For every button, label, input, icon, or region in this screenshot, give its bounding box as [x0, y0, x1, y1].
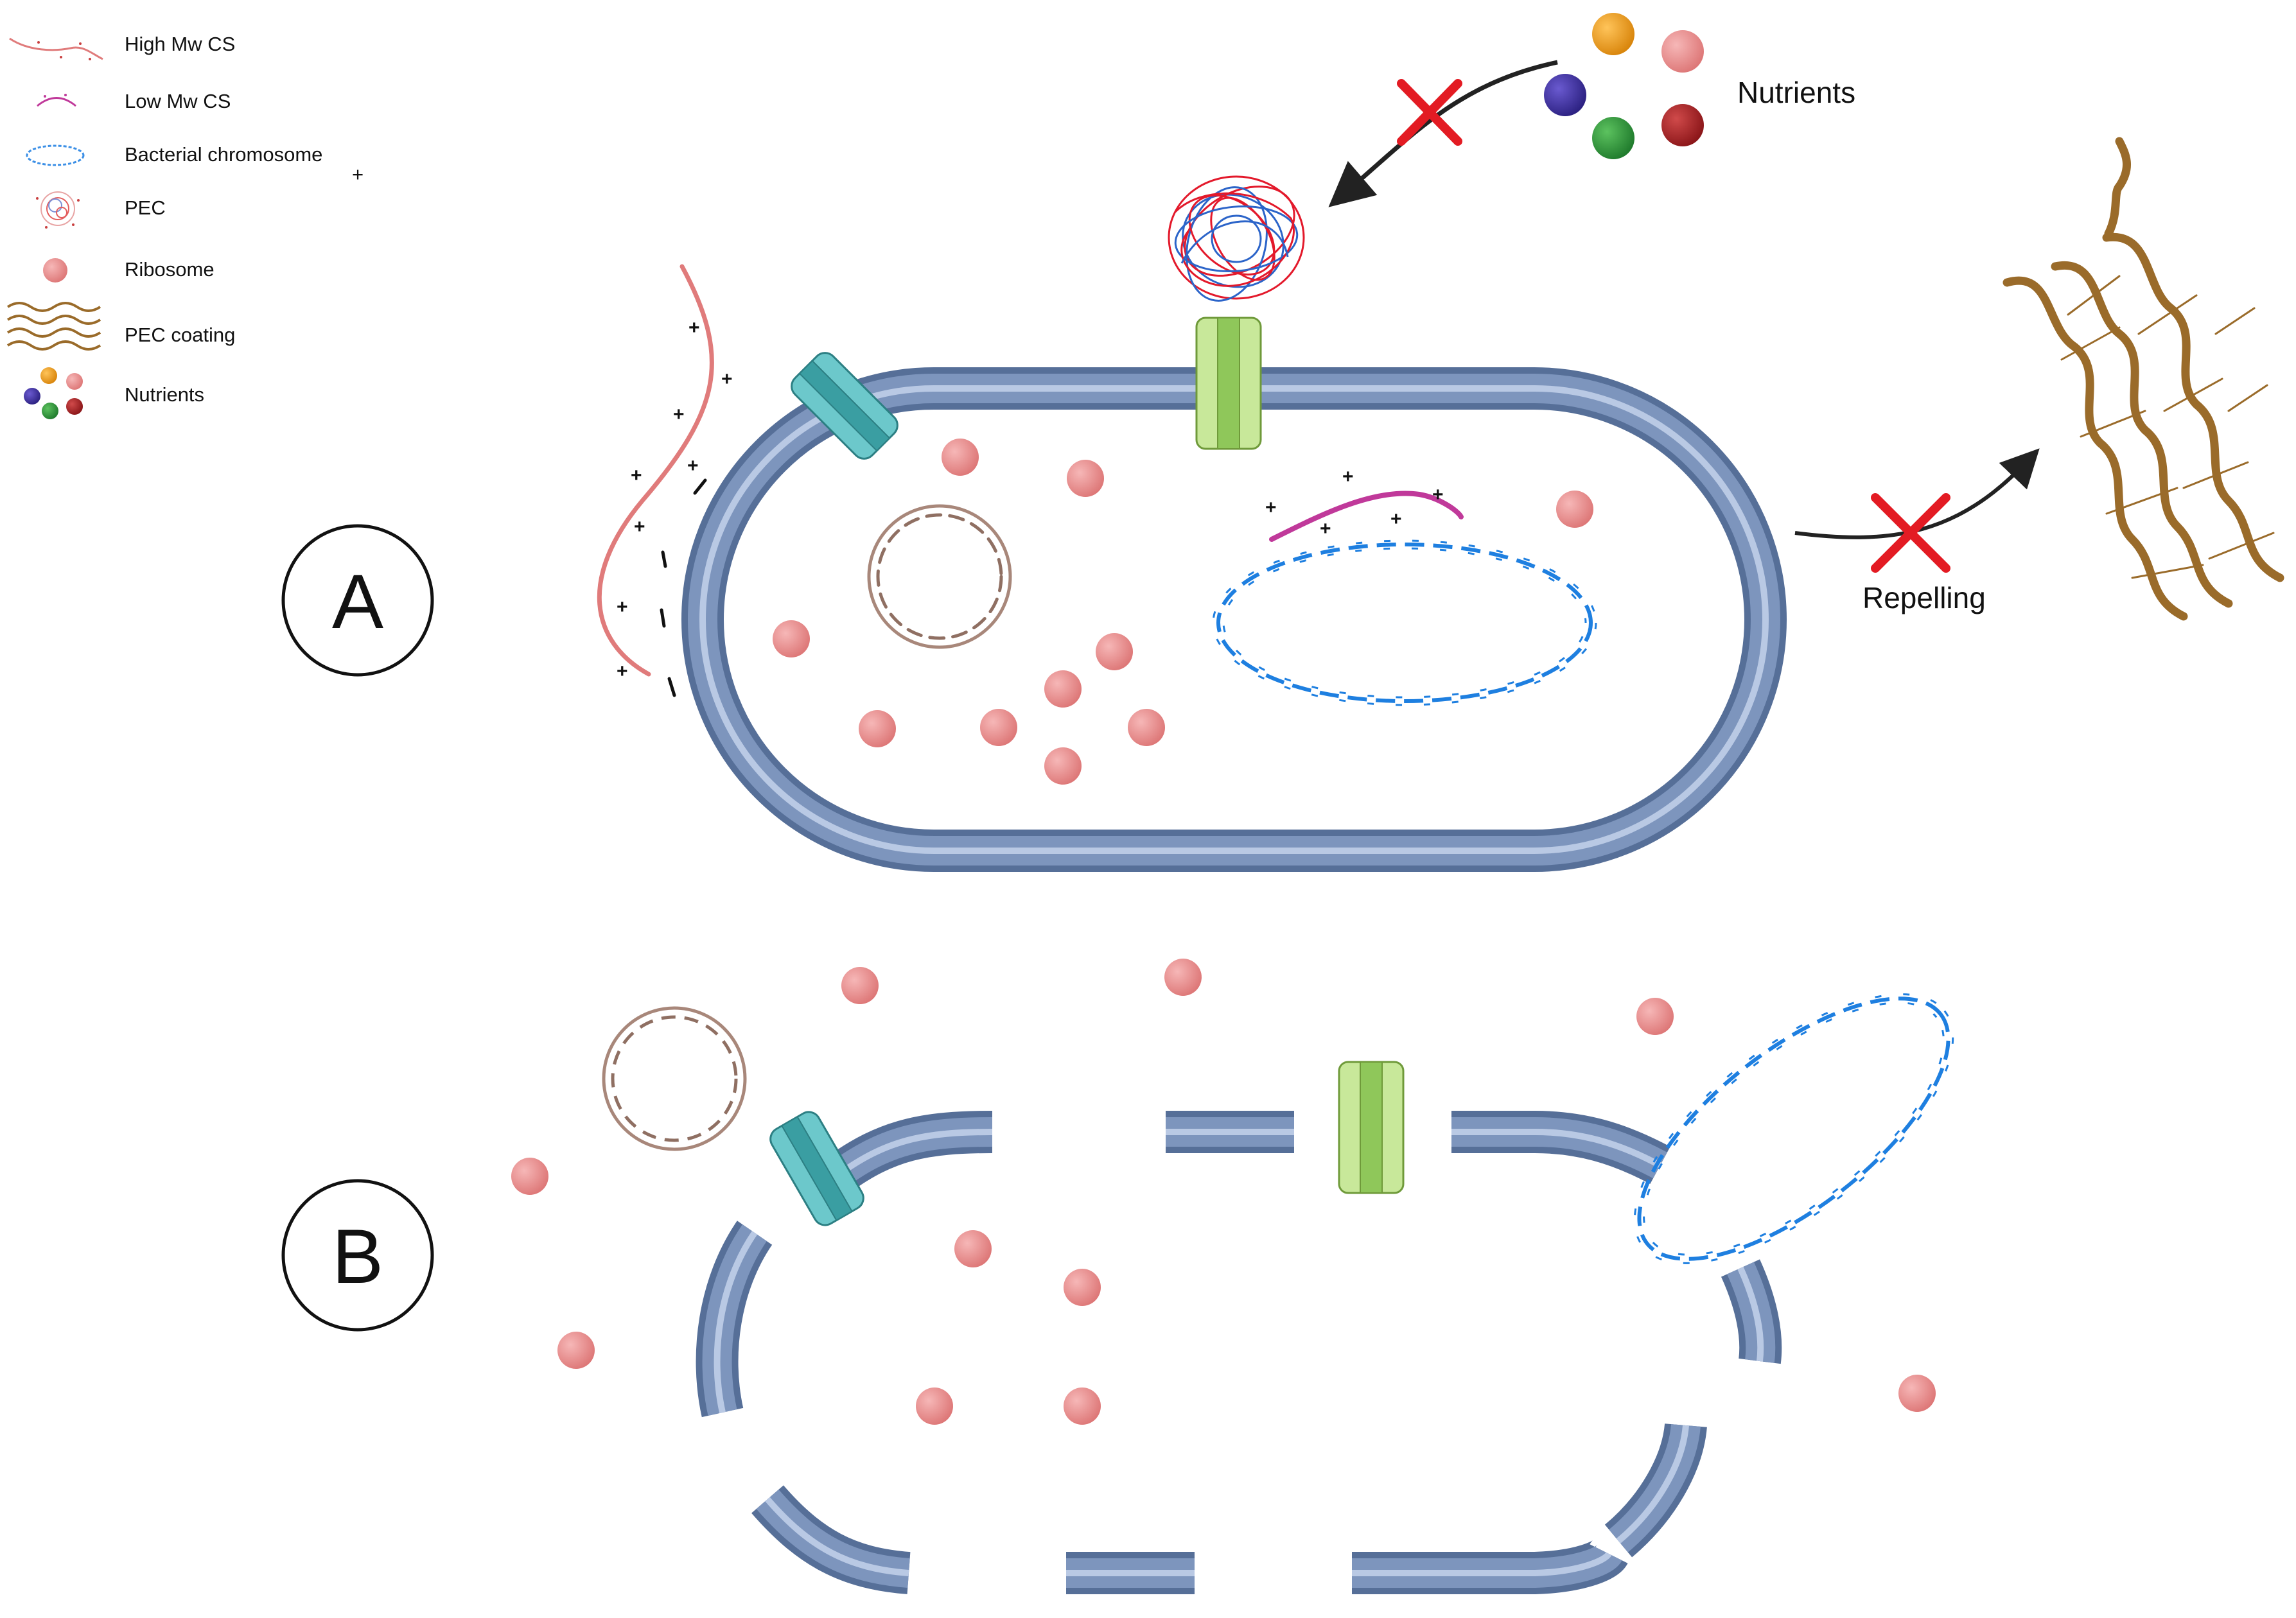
panel-a-badge: [281, 524, 434, 677]
pec-tangle: [1168, 175, 1305, 302]
chromosome-icon: [26, 144, 85, 166]
svg-text:+: +: [617, 661, 628, 682]
svg-text:+: +: [1432, 484, 1444, 505]
legend-stray-plus: +: [352, 163, 364, 186]
nutrient-darkred: [1661, 104, 1704, 146]
panel-b-letter: B: [332, 1214, 383, 1300]
nutrients-label: Nutrients: [1737, 76, 1855, 109]
cs-positive-charges: + + + + + + + +: [617, 317, 733, 682]
legend-label-low-mw-cs: Low Mw CS: [125, 90, 231, 112]
legend-label-nutrients: Nutrients: [125, 383, 204, 406]
panel-b: B: [281, 959, 1954, 1594]
pec-coating-icon: [6, 302, 101, 351]
svg-text:+: +: [617, 596, 628, 618]
green-porin-channel: [1195, 317, 1262, 450]
membrane-fragment-bottom-far-right: [1604, 1423, 1707, 1558]
nutrient-green: [1592, 117, 1634, 159]
legend: High Mw CS Low Mw CS Bacterial chromosom…: [6, 33, 364, 419]
svg-text:+: +: [1390, 509, 1402, 530]
ribosome-icon: [43, 258, 67, 283]
teal-porin-channel: [791, 352, 898, 460]
svg-text:+: +: [634, 516, 645, 537]
legend-label-chromosome: Bacterial chromosome: [125, 143, 322, 166]
svg-text:+: +: [687, 455, 699, 476]
panel-a-letter: A: [332, 559, 383, 645]
low-mw-cs-strand: [1269, 491, 1464, 542]
legend-item-ribosome: Ribosome: [43, 258, 215, 283]
svg-text:+: +: [631, 465, 642, 486]
plasmid-b: [602, 1006, 747, 1151]
low-mw-cs-dots-icon: [44, 94, 67, 98]
nutrient-pink: [1661, 30, 1704, 73]
legend-label-pec-coating: PEC coating: [125, 324, 235, 346]
membrane-fragment-right: [1721, 1259, 1782, 1364]
low-mw-cs-icon: [37, 97, 76, 107]
blocked-x-icon-repelling: [1871, 493, 1950, 573]
ribosomes-a: [773, 439, 1593, 785]
nutrient-cluster: [1544, 13, 1704, 159]
ribosomes-b: [511, 959, 1936, 1425]
nutrient-orange: [1592, 13, 1634, 55]
blocked-x-icon-top: [1397, 79, 1462, 146]
repelling-arrow: [1794, 448, 2040, 539]
damaged-cell-membrane: [696, 1111, 1782, 1594]
membrane-fragment-top-left: [825, 1111, 993, 1192]
legend-label-high-mw-cs: High Mw CS: [125, 33, 235, 55]
membrane-negative-charges: [660, 478, 707, 697]
teal-porin-channel-b: [769, 1111, 864, 1226]
pec-icon: [36, 191, 80, 229]
green-porin-channel-b: [1338, 1061, 1405, 1194]
plasmid-a: [867, 504, 1012, 649]
high-mw-cs-strand: [597, 264, 714, 677]
legend-item-pec: PEC: [36, 191, 166, 229]
legend-item-pec-coating: PEC coating: [6, 302, 235, 351]
chromosome-a: [1212, 539, 1597, 706]
membrane-fragment-left: [696, 1221, 773, 1418]
legend-item-nutrients: Nutrients: [24, 367, 204, 419]
svg-text:+: +: [688, 317, 700, 338]
high-mw-cs-icon: [9, 37, 103, 60]
nutrient-purple: [1544, 74, 1586, 116]
svg-text:+: +: [721, 369, 733, 390]
panel-a: A: [281, 13, 2284, 872]
legend-item-chromosome: Bacterial chromosome +: [26, 143, 364, 186]
svg-text:+: +: [1265, 497, 1277, 518]
blocked-nutrient-arrow: [1328, 60, 1558, 207]
membrane-fragment-top-right: [1451, 1111, 1670, 1185]
svg-text:+: +: [1342, 466, 1354, 487]
low-mw-cs-charges: + + + + +: [1265, 466, 1444, 539]
svg-text:+: +: [1320, 518, 1331, 539]
high-mw-cs-dots-icon: [37, 41, 91, 60]
panel-b-badge: [281, 1179, 434, 1332]
legend-label-ribosome: Ribosome: [125, 258, 215, 281]
pec-coating-mesh: [2002, 137, 2284, 621]
membrane-fragment-bottom-left: [751, 1485, 911, 1594]
legend-item-low-mw-cs: Low Mw CS: [37, 90, 231, 112]
membrane-fragment-bottom-right: [1352, 1539, 1628, 1594]
legend-item-high-mw-cs: High Mw CS: [9, 33, 235, 60]
legend-label-pec: PEC: [125, 196, 166, 219]
nutrients-icon: [24, 367, 83, 419]
svg-text:+: +: [673, 404, 685, 425]
repelling-label: Repelling: [1862, 581, 1986, 614]
